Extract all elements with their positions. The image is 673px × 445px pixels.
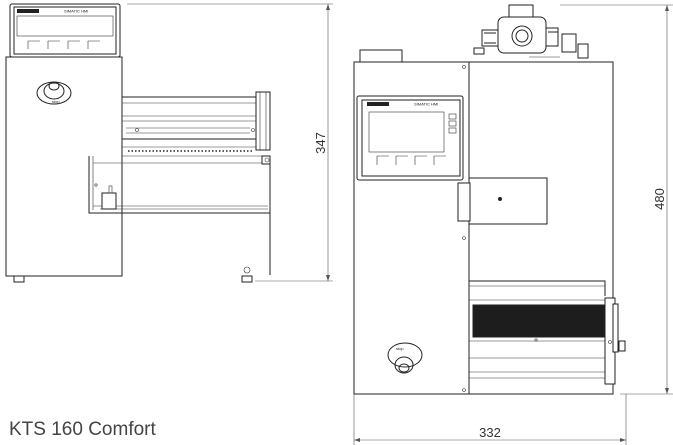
- hmi-label-front: SIMATIC HMI: [414, 102, 438, 107]
- conveyor-upper: [122, 91, 271, 157]
- dimension-width-front: 332: [353, 394, 627, 445]
- side-view-foot-right: [241, 275, 253, 283]
- front-view: SIMATIC HMI: [353, 4, 673, 445]
- product-caption: KTS 160 Comfort: [9, 419, 156, 440]
- front-conveyor: [469, 280, 626, 385]
- width-332-label: 332: [479, 425, 501, 440]
- dimension-height-side: 347: [127, 3, 333, 282]
- svg-text:stop: stop: [52, 99, 60, 104]
- front-view-top-block: [359, 49, 403, 63]
- height-480-label: 480: [652, 188, 667, 210]
- side-view-foot-left: [13, 275, 25, 283]
- conveyor-lower: [88, 155, 271, 275]
- height-347-label: 347: [313, 132, 328, 154]
- svg-text:stop: stop: [396, 346, 404, 351]
- side-view: SIMATIC HMI stop: [5, 3, 333, 283]
- hmi-panel-front: SIMATIC HMI: [356, 95, 464, 181]
- dimension-height-front: 480: [560, 4, 673, 395]
- center-bracket: [457, 177, 548, 225]
- hmi-panel-side: SIMATIC HMI: [9, 3, 121, 58]
- emergency-stop-front: stop: [387, 342, 423, 374]
- valve-assembly: [473, 4, 589, 59]
- emergency-stop-side: stop: [36, 81, 72, 105]
- hmi-label-side: SIMATIC HMI: [64, 9, 88, 14]
- front-view-right-panel: [468, 61, 614, 395]
